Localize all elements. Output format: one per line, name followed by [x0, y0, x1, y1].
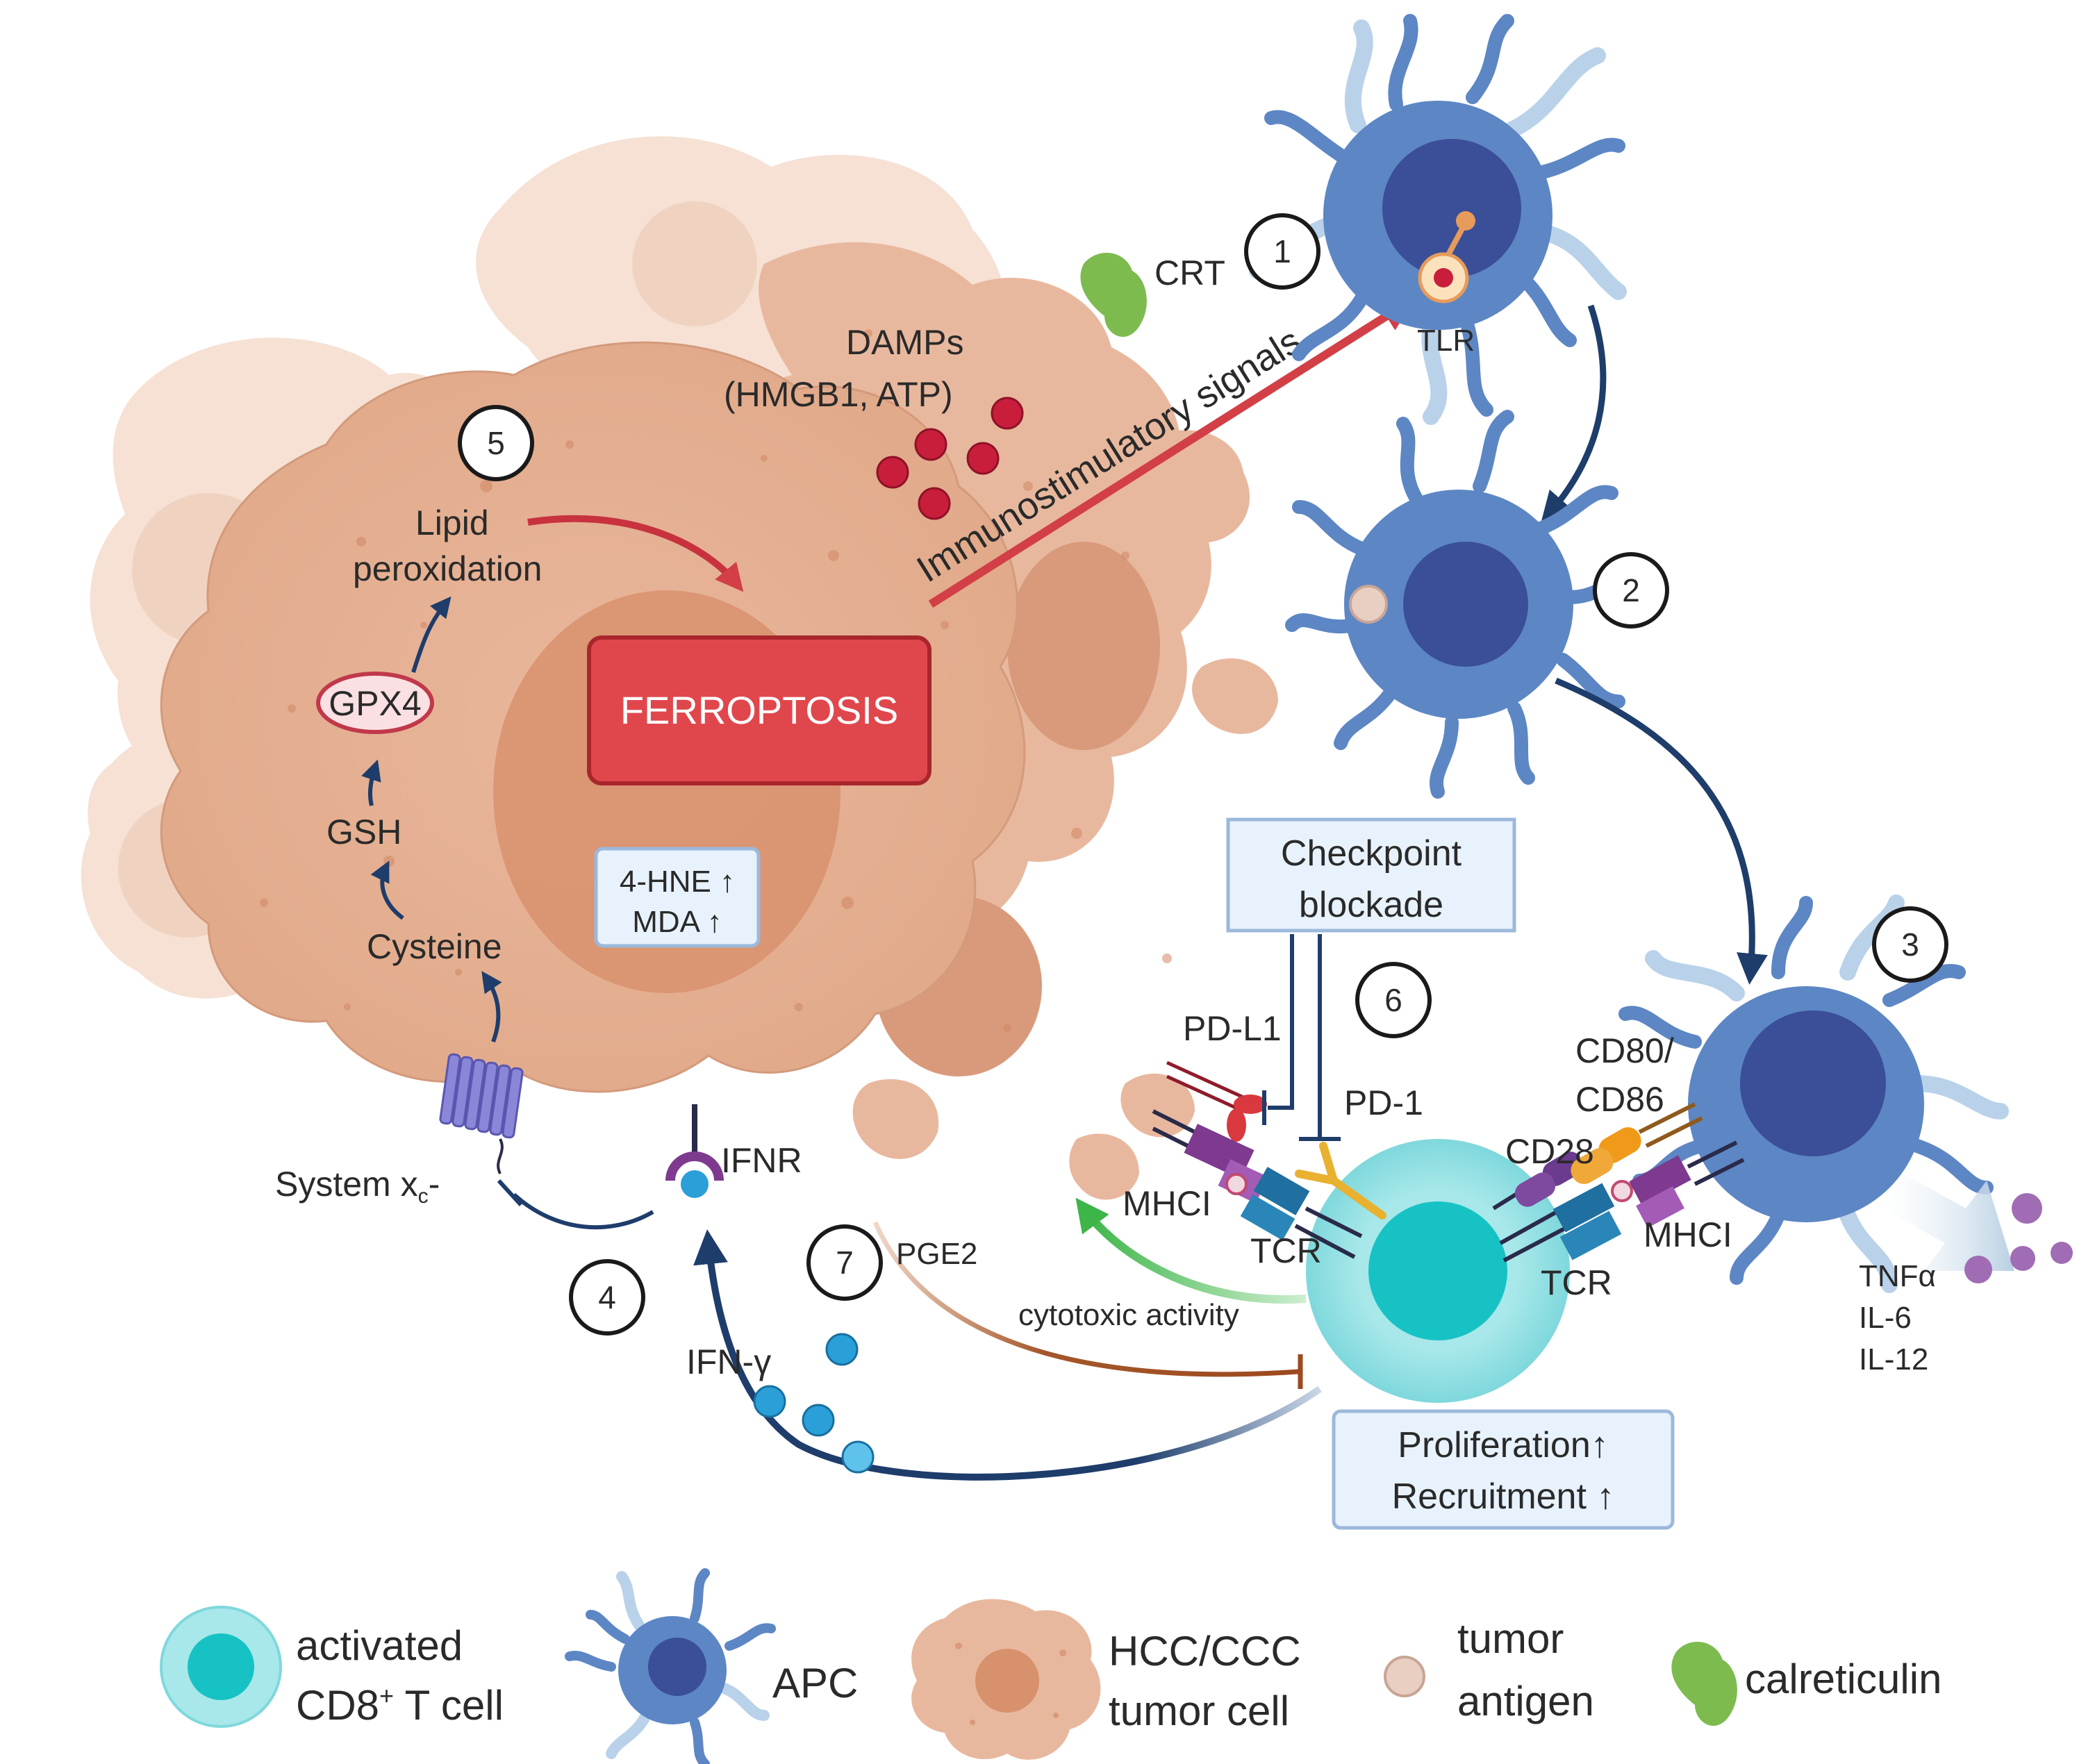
damps-label: DAMPs: [846, 323, 963, 362]
svg-text:3: 3: [1901, 926, 1919, 963]
ifn-gamma-molecules: [753, 1333, 875, 1474]
legend-calreticulin-label: calreticulin: [1745, 1656, 1941, 1702]
step-marker-3: 3: [1872, 906, 1948, 983]
svg-text:6: 6: [1384, 982, 1402, 1018]
cd28-label: CD28: [1505, 1132, 1594, 1171]
pd1-label: PD-1: [1344, 1083, 1423, 1122]
checkpoint-inhibition-lines: [1262, 934, 1341, 1141]
legend-antigen-line1: tumor: [1457, 1615, 1564, 1662]
checkpoint-label-line2: blockade: [1299, 885, 1443, 925]
cytotoxic-label: cytotoxic activity: [1018, 1298, 1239, 1332]
step-marker-7: 7: [806, 1224, 883, 1301]
pge2-label: PGE2: [896, 1237, 977, 1271]
gsh-label: GSH: [326, 813, 401, 851]
tcr-label-left: TCR: [1250, 1231, 1322, 1270]
gpx4-to-lipid-arrow: [411, 596, 452, 673]
legend-apc-label: APC: [772, 1660, 858, 1706]
immunostimulatory-arrow: [928, 298, 1415, 608]
pd1-receptor-icon: [1295, 1142, 1386, 1220]
cytokine-release-arrow: [1882, 1174, 2014, 1271]
transport-arrow: [481, 971, 502, 1043]
tcr-mhci-complex-right: [1499, 1140, 1745, 1263]
crt-label: CRT: [1154, 253, 1225, 292]
apc-migration-arrow-2: [1555, 677, 1768, 985]
svg-text:2: 2: [1622, 572, 1640, 608]
mhci-label-right: MHCI: [1643, 1215, 1732, 1254]
gpx4-node: [316, 672, 434, 734]
pge2-inhibition-curve: [872, 1221, 1300, 1377]
legend-tcell-line2: CD8+ T cell: [296, 1681, 504, 1729]
mhci-tcr-complex-left: [1152, 1109, 1363, 1259]
legend-tumor-icon: [911, 1599, 1101, 1760]
recruitment-label: Recruitment ↑: [1392, 1476, 1615, 1517]
lipid-to-ferroptosis-arrow: [527, 515, 744, 592]
ifnr-receptor-icon: [665, 1104, 724, 1198]
legend-tumor-line1: HCC/CCC: [1109, 1628, 1301, 1674]
proliferation-label: Proliferation↑: [1398, 1425, 1608, 1465]
ferroptosis-box: [587, 635, 931, 785]
svg-text:4: 4: [598, 1279, 616, 1315]
apc-cell-middle: [1285, 410, 1646, 799]
tcr-label-right: TCR: [1541, 1263, 1612, 1302]
step-marker-2: 2: [1593, 552, 1669, 629]
gsh-to-gpx4-arrow: [361, 759, 381, 806]
lipid-label-line2: peroxidation: [353, 549, 542, 588]
cd80-label-line2: CD86: [1575, 1080, 1664, 1119]
legend-tcell-icon: [160, 1606, 282, 1728]
tlr-label: TLR: [1417, 324, 1475, 358]
lipid-label-line1: Lipid: [415, 504, 489, 542]
damps-sublabel: (HMGB1, ATP): [724, 375, 953, 414]
ferroptosis-label: FERROPTOSIS: [620, 688, 898, 732]
hne-mda-box: [594, 847, 761, 948]
pdl1-label: PD-L1: [1183, 1009, 1282, 1048]
cysteine-label: Cysteine: [367, 927, 502, 966]
step-marker-4: 4: [569, 1259, 645, 1336]
apc-migration-arrow-1: [1541, 304, 1607, 524]
damp-molecules: [876, 397, 1024, 520]
hne-label: 4-HNE ↑: [620, 865, 735, 899]
mhci-label-left: MHCI: [1123, 1184, 1211, 1223]
cd28-cd80-complex: [1492, 1102, 1703, 1210]
legend-antigen-line2: antigen: [1457, 1678, 1594, 1724]
il12-label: IL-12: [1859, 1342, 1928, 1376]
system-xc-label: System xc-: [275, 1165, 440, 1208]
step-marker-6: 6: [1355, 962, 1432, 1038]
legend-tcell-line1: activated: [296, 1622, 463, 1669]
legend-apc-icon: [565, 1568, 776, 1764]
ifnr-label: IFNR: [721, 1141, 802, 1180]
gpx4-label: GPX4: [329, 684, 421, 723]
cytokine-molecules: [1964, 1193, 2073, 1283]
legend-calreticulin-icon: [1671, 1641, 1737, 1726]
system-xc-inhibition-bar: [497, 1179, 523, 1207]
il6-label: IL-6: [1859, 1301, 1912, 1335]
svg-text:5: 5: [487, 425, 505, 461]
proliferation-box: [1332, 1409, 1675, 1530]
svg-text:7: 7: [836, 1245, 854, 1281]
pdl1-receptor-icon: [1166, 1060, 1267, 1142]
step-marker-5: 5: [458, 405, 534, 481]
legend: activated CD8+ T cell APC: [160, 1568, 1941, 1764]
legend-tumor-line2: tumor cell: [1109, 1688, 1289, 1734]
tlr-icon: [1418, 211, 1475, 303]
crt-icon: [1080, 252, 1147, 338]
ifn-gamma-label: IFN-γ: [686, 1342, 771, 1381]
cysteine-to-gsh-arrow: [370, 860, 404, 920]
legend-antigen-icon: [1384, 1656, 1425, 1697]
svg-text:1: 1: [1273, 233, 1291, 269]
cytotoxic-arrow: [1075, 1197, 1307, 1304]
ifnr-inhibition-line: [512, 1192, 654, 1230]
system-xc-transporter-icon: [439, 1053, 524, 1174]
tumor-antigen-icon: [1349, 585, 1388, 624]
ifn-gamma-arrow: [693, 1229, 1322, 1481]
checkpoint-label-line1: Checkpoint: [1281, 833, 1462, 874]
checkpoint-blockade-box: [1226, 817, 1516, 933]
cd80-label-line1: CD80/: [1575, 1031, 1674, 1070]
tnfa-label: TNFα: [1859, 1259, 1936, 1293]
step-marker-1: 1: [1244, 213, 1320, 290]
apc-cell-right: [1618, 895, 2009, 1293]
mda-label: MDA ↑: [632, 905, 722, 939]
